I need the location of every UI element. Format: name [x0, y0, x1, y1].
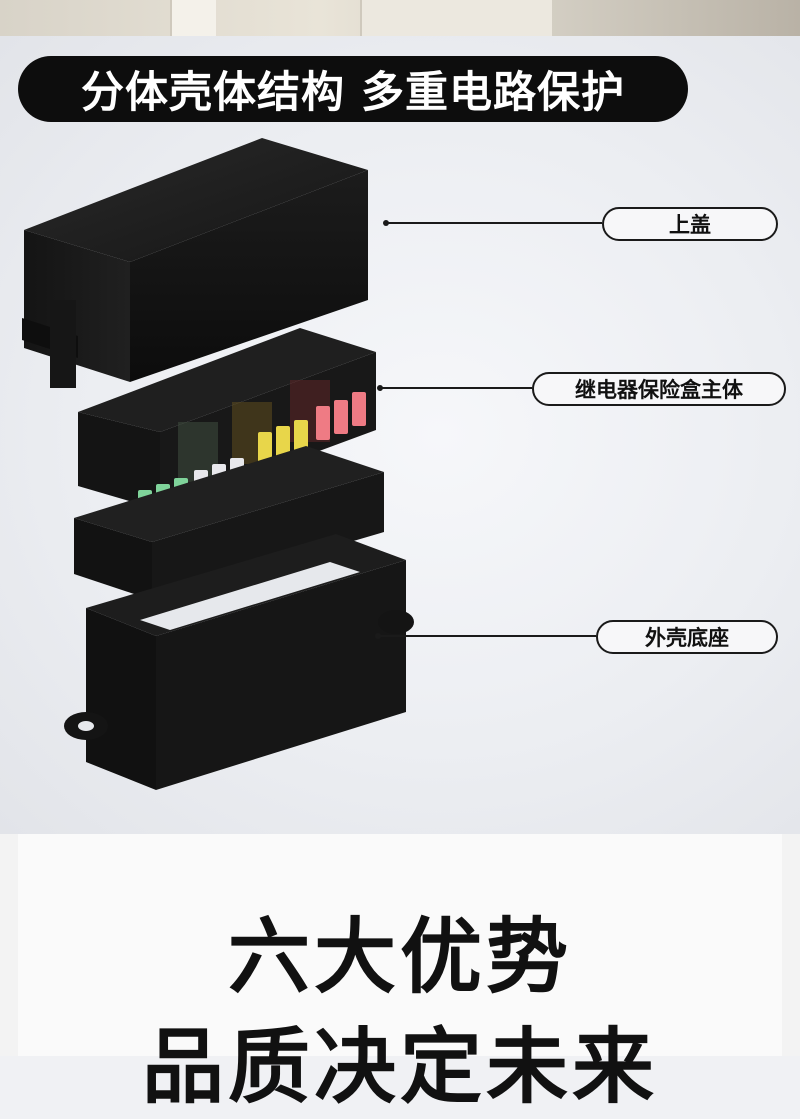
- callout-base: 外壳底座: [596, 620, 778, 654]
- fuse-yellow: [294, 420, 308, 454]
- advantages-section: [0, 834, 800, 1056]
- fuse-yellow: [258, 432, 272, 466]
- fuse-red: [352, 392, 366, 426]
- cover-front-face: [130, 170, 368, 382]
- fuse-yellow: [276, 426, 290, 460]
- callout-main-body: 继电器保险盒主体: [532, 372, 786, 406]
- cover-part: [22, 138, 368, 388]
- callout-line-cover: [383, 220, 602, 225]
- terminal-top: [74, 446, 384, 542]
- relay-top: [78, 328, 376, 432]
- callout-base-label: 外壳底座: [645, 626, 729, 650]
- main-body-part: [74, 328, 384, 600]
- base-top-rim: [86, 534, 406, 636]
- mounting-ear: [378, 610, 414, 634]
- mounting-hole: [78, 721, 94, 731]
- callout-main-body-label: 继电器保险盒主体: [575, 378, 743, 402]
- terminal-front: [152, 472, 384, 600]
- advantages-panel: [18, 834, 782, 1056]
- strip-fragment: [170, 0, 216, 36]
- strip-fragment: [360, 0, 552, 36]
- fuse-red: [334, 400, 348, 434]
- terminal-side: [74, 518, 152, 600]
- cover-top-face: [24, 138, 368, 262]
- callout-cover: 上盖: [602, 207, 778, 241]
- relay-side: [78, 412, 160, 510]
- cover-clip: [50, 300, 76, 388]
- headline-text: 分体壳体结构 多重电路保护: [81, 68, 625, 118]
- previous-section-strip: [0, 0, 800, 36]
- callout-line-base: [375, 633, 596, 638]
- callout-cover-label: 上盖: [669, 213, 711, 237]
- base-side: [86, 608, 156, 790]
- base-part: [64, 534, 414, 790]
- fuse-red: [316, 406, 330, 440]
- section-title: 六大优势: [227, 910, 572, 1005]
- base-front: [156, 560, 406, 790]
- fuse-box-illustration: [22, 138, 414, 790]
- base-opening: [140, 562, 360, 630]
- section-subtitle: 品质决定未来: [141, 1020, 658, 1115]
- callout-line-main-body: [377, 385, 532, 390]
- headline-banner: 分体壳体结构 多重电路保护: [18, 56, 688, 122]
